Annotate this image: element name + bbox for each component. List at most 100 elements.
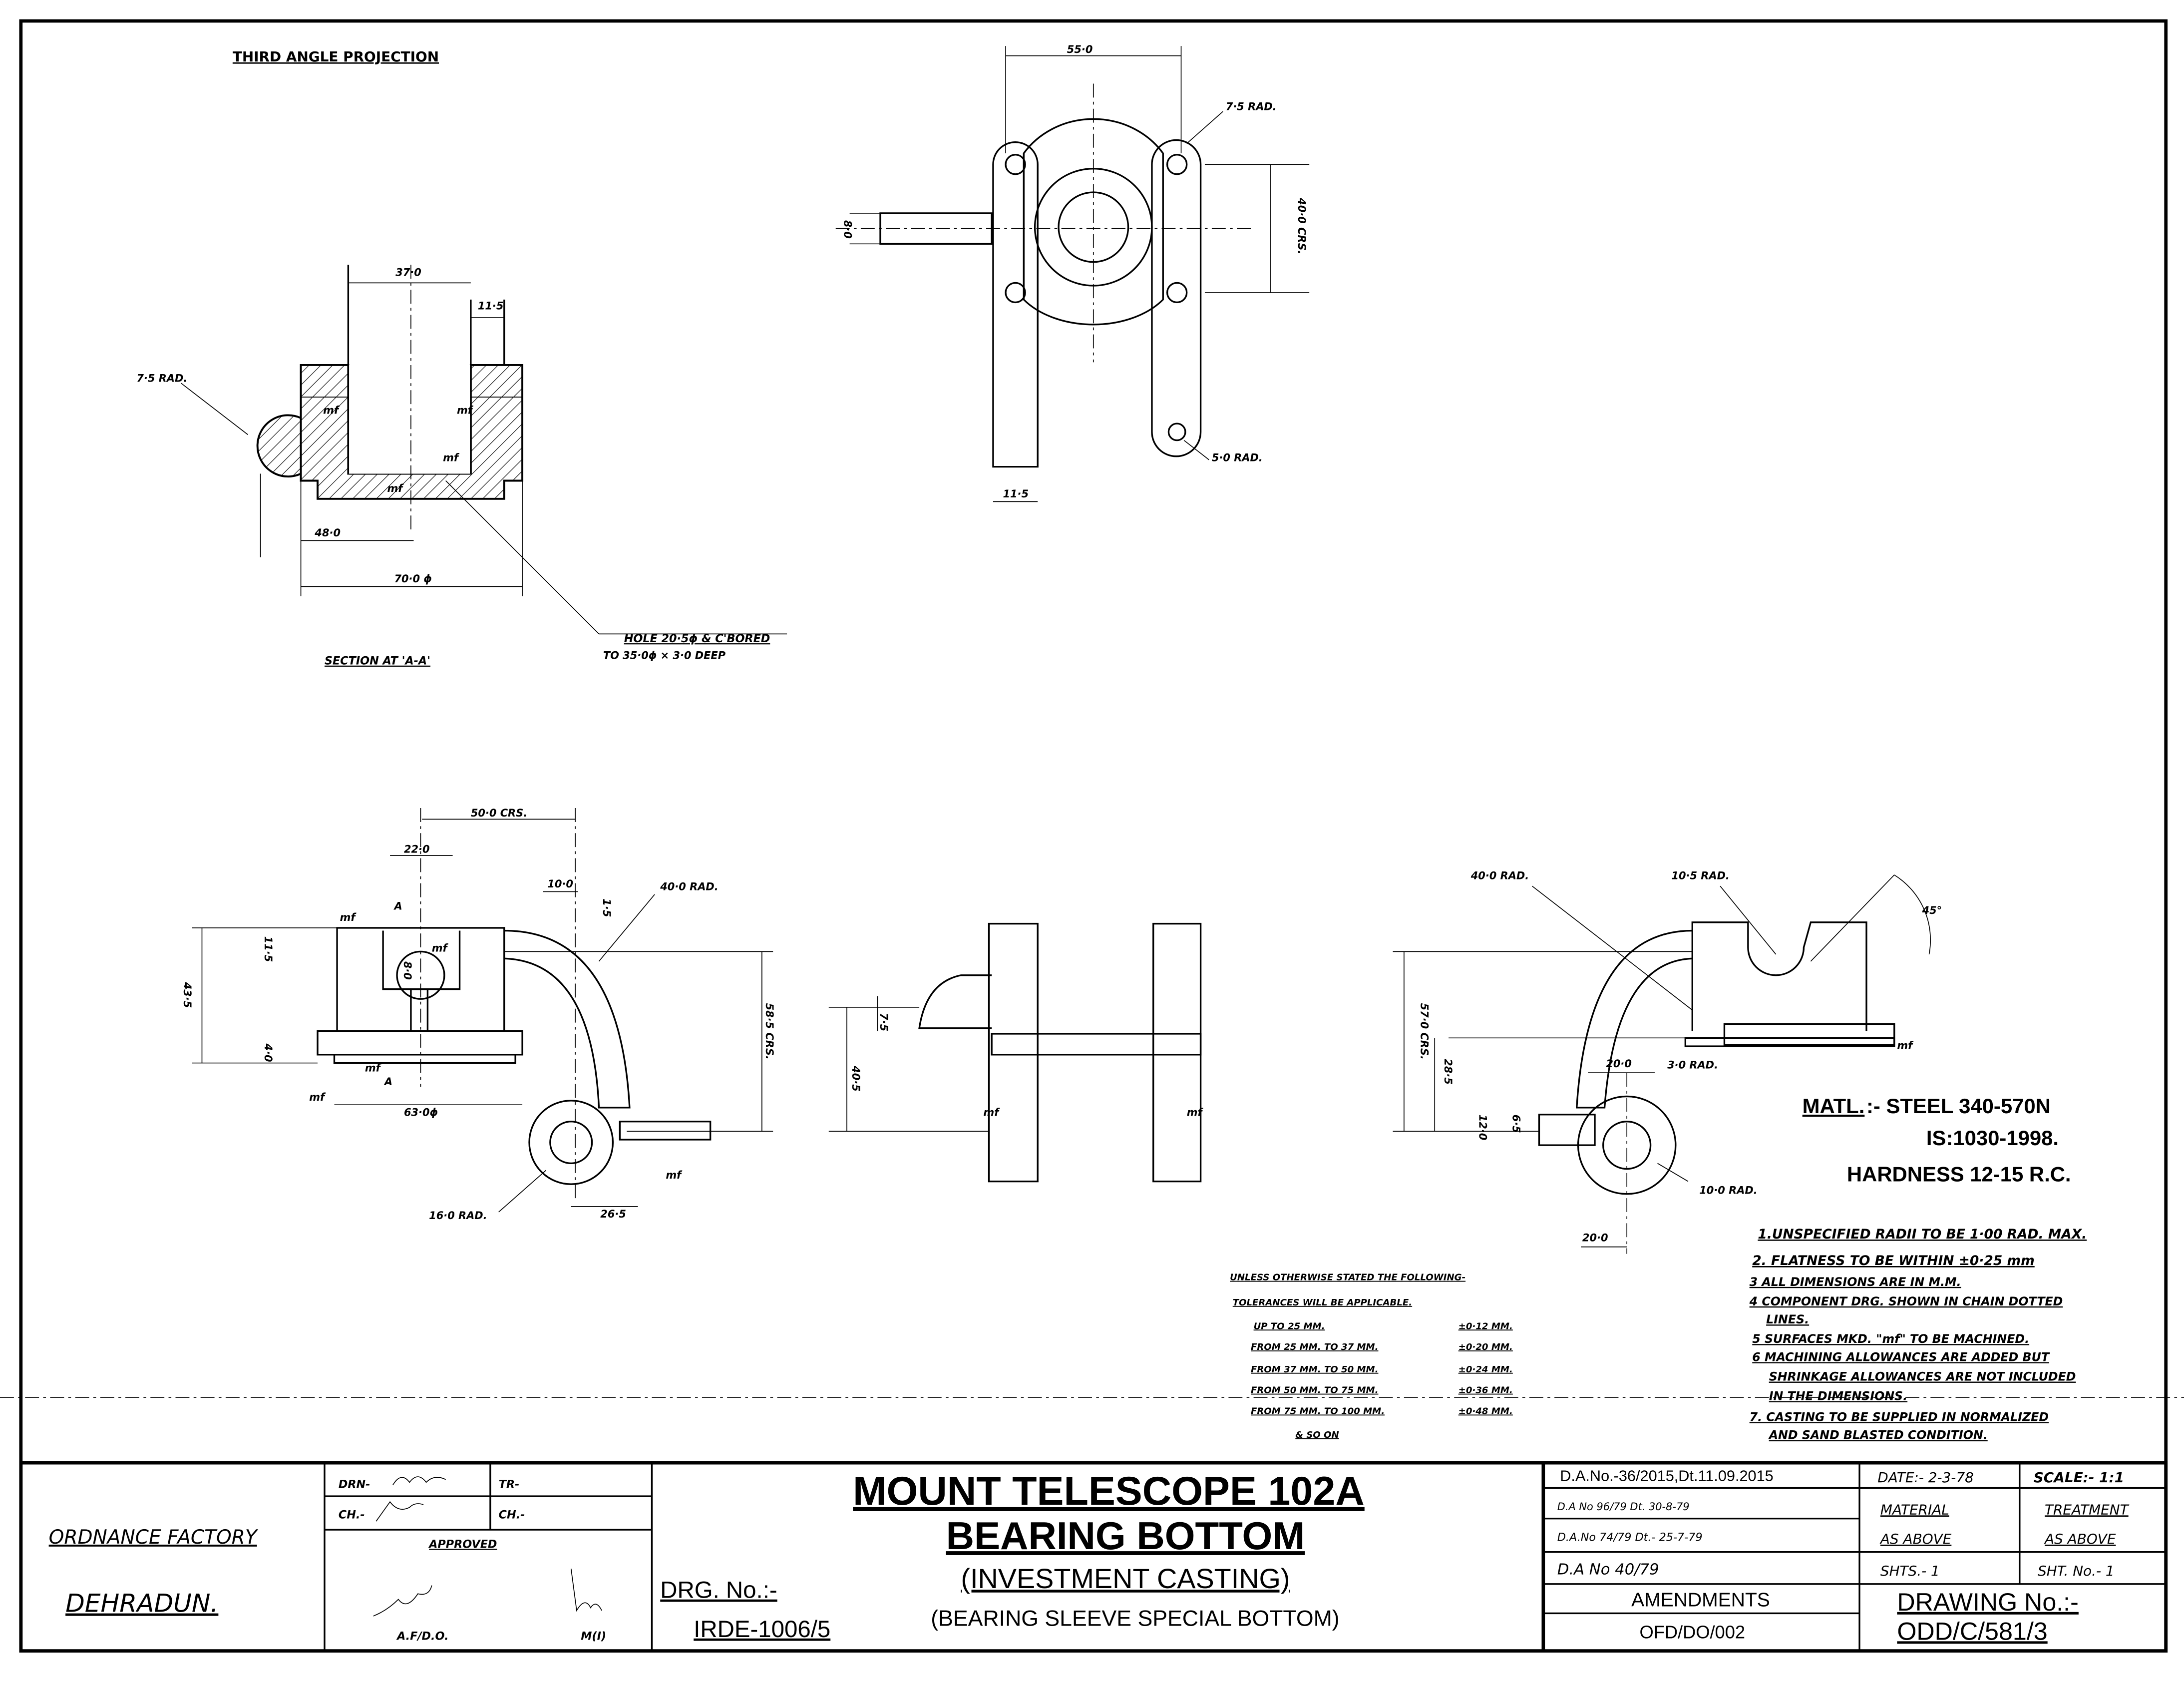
- note-line: 5 SURFACES MKD. "mf" TO BE MACHINED.: [1752, 1332, 2029, 1346]
- title-line-4: (BEARING SLEEVE SPECIAL BOTTOM): [931, 1607, 1339, 1631]
- right-dimension-label: 40·0 RAD.: [1470, 869, 1529, 881]
- note-line: 7. CASTING TO BE SUPPLIED IN NORMALIZED: [1750, 1410, 2049, 1424]
- amendments-label: AMENDMENTS: [1631, 1589, 1770, 1611]
- signature-ch: [375, 1501, 424, 1522]
- right-view: [1393, 874, 1931, 1254]
- tolerance-value: ±0·20 MM.: [1458, 1342, 1513, 1352]
- scale-field: SCALE:- 1:1: [2034, 1469, 2124, 1486]
- title-line-3: (INVESTMENT CASTING): [961, 1563, 1290, 1594]
- front-dimension-label: mf: [432, 942, 449, 954]
- side-dimension-label: 40·5: [850, 1065, 862, 1092]
- top-dimension-label: 40·0 CRS.: [1296, 197, 1308, 254]
- title-line-2: BEARING BOTTOM: [946, 1514, 1305, 1558]
- tolerance-heading: UNLESS OTHERWISE STATED THE FOLLOWING-: [1230, 1272, 1465, 1283]
- drawing-number: ODD/C/581/3: [1897, 1617, 2047, 1645]
- tolerance-value: ±0·48 MM.: [1458, 1406, 1513, 1417]
- tolerance-footer: & SO ON: [1295, 1430, 1339, 1440]
- right-dimension-label: 6·5: [1510, 1115, 1522, 1133]
- front-dimension-label: mf: [340, 911, 357, 923]
- front-dimension-label: 10·0: [547, 878, 573, 890]
- note-line: LINES.: [1766, 1312, 1809, 1326]
- front-dimension-label: mf: [666, 1169, 683, 1181]
- material-hardness: HARDNESS 12-15 R.C.: [1847, 1163, 2071, 1186]
- front-view: [192, 808, 773, 1213]
- front-dimension-label: mf: [309, 1091, 326, 1103]
- top-dimension-label: 8·0: [841, 220, 853, 239]
- drg-number: IRDE-1006/5: [694, 1616, 830, 1643]
- front-dimension-label: 8·0: [401, 961, 413, 980]
- note-line: AND SAND BLASTED CONDITION.: [1768, 1428, 1988, 1442]
- right-dimension-label: mf: [1897, 1040, 1914, 1052]
- note-line: SHRINKAGE ALLOWANCES ARE NOT INCLUDED: [1769, 1370, 2076, 1384]
- amendment-entry: D.A No 96/79 Dt. 30-8-79: [1557, 1501, 1690, 1513]
- tolerance-range: FROM 25 MM. TO 37 MM.: [1251, 1342, 1378, 1352]
- checked-by-label-2: CH.-: [499, 1509, 525, 1522]
- top-dimension-label: 11·5: [1003, 488, 1029, 500]
- drawn-by-label: DRN-: [339, 1478, 370, 1491]
- note-line: 2. FLATNESS TO BE WITHIN ±0·25 mm: [1752, 1253, 2035, 1268]
- tolerance-value: ±0·24 MM.: [1458, 1364, 1513, 1375]
- note-line: IN THE DIMENSIONS.: [1769, 1389, 1907, 1403]
- section-dimension-label: 70·0 ϕ: [394, 573, 432, 585]
- hole-note-line-2: TO 35·0ϕ × 3·0 DEEP: [603, 650, 726, 662]
- section-dimension-label: 37·0: [395, 266, 421, 278]
- right-dimension-label: 45°: [1922, 904, 1942, 916]
- material-label: MATL.: [1803, 1094, 1865, 1118]
- tolerance-heading: TOLERANCES WILL BE APPLICABLE.: [1233, 1297, 1412, 1308]
- treatment-field-label: TREATMENT: [2045, 1501, 2130, 1518]
- drg-number-label: DRG. No.:-: [660, 1577, 777, 1604]
- m1-label: M(I): [581, 1630, 606, 1643]
- material-standard: IS:1030-1998.: [1926, 1126, 2059, 1150]
- amendments-reference: OFD/DO/002: [1640, 1622, 1746, 1643]
- hole-note-line-1: HOLE 20·5ϕ & C'BORED: [624, 632, 770, 645]
- tolerance-value: ±0·12 MM.: [1458, 1321, 1513, 1331]
- front-dimension-label: 16·0 RAD.: [429, 1210, 487, 1222]
- signature-drn: [392, 1476, 446, 1486]
- note-line: 4 COMPONENT DRG. SHOWN IN CHAIN DOTTED: [1749, 1294, 2063, 1308]
- front-dimension-label: 26·5: [600, 1208, 626, 1220]
- side-view: [828, 922, 1202, 1183]
- drawing-number-label: DRAWING No.:-: [1897, 1588, 2079, 1616]
- front-dimension-label: 22·0: [404, 843, 430, 855]
- right-dimension-label: 57·0 CRS.: [1418, 1003, 1430, 1060]
- top-dimension-label: 7·5 RAD.: [1226, 100, 1277, 112]
- tolerance-range: UP TO 25 MM.: [1254, 1321, 1325, 1331]
- note-line: 1.UNSPECIFIED RADII TO BE 1·00 RAD. MAX.: [1758, 1227, 2087, 1242]
- amendment-entry: D.A.No.-36/2015,Dt.11.09.2015: [1560, 1467, 1773, 1484]
- section-dimension-label: mf: [443, 451, 460, 463]
- right-dimension-label: 10·0 RAD.: [1699, 1185, 1757, 1197]
- front-dimension-label: 11·5: [262, 936, 274, 962]
- material-spec: MATL. :- STEEL 340-570N IS:1030-1998. HA…: [1803, 1094, 2071, 1186]
- section-label: SECTION AT 'A-A': [325, 655, 430, 668]
- top-dimension-label: 5·0 RAD.: [1212, 451, 1263, 463]
- material-field-value: AS ABOVE: [1879, 1531, 1952, 1547]
- section-dimension-label: 48·0: [314, 527, 341, 539]
- front-dimension-label: 50·0 CRS.: [471, 807, 527, 819]
- signature-af-do: [373, 1585, 432, 1617]
- front-dimension-label: 40·0 RAD.: [660, 881, 718, 893]
- section-view: SECTION AT 'A-A' HOLE 20·5ϕ & C'BORED TO…: [181, 265, 787, 668]
- organization-name: ORDNANCE FACTORY: [49, 1526, 259, 1549]
- right-dimension-label: 20·0: [1606, 1058, 1632, 1070]
- tolerance-table: UNLESS OTHERWISE STATED THE FOLLOWING- T…: [1230, 1272, 1513, 1440]
- tolerance-range: FROM 50 MM. TO 75 MM.: [1251, 1385, 1378, 1396]
- front-dimension-label: 43·5: [181, 982, 193, 1008]
- note-line: 3 ALL DIMENSIONS ARE IN M.M.: [1750, 1275, 1961, 1289]
- traced-by-label: TR-: [499, 1478, 520, 1491]
- top-view: [835, 46, 1310, 502]
- organization-city: DEHRADUN.: [65, 1589, 218, 1618]
- front-dimension-label: A: [393, 900, 402, 912]
- side-dimension-label: 7·5: [878, 1013, 890, 1031]
- right-dimension-label: 20·0: [1582, 1232, 1608, 1244]
- section-dimension-label: mf: [387, 482, 404, 494]
- approved-label: APPROVED: [428, 1538, 497, 1551]
- date-field: DATE:- 2-3-78: [1877, 1469, 1974, 1486]
- projection-label: THIRD ANGLE PROJECTION: [233, 48, 439, 65]
- front-dimension-label: 58·5 CRS.: [763, 1003, 775, 1060]
- front-dimension-label: 1·5: [601, 898, 613, 917]
- amendment-entry: D.A No 40/79: [1557, 1561, 1659, 1578]
- sheets-field: SHTS.- 1: [1880, 1563, 1940, 1579]
- section-dimension-label: 7·5 RAD.: [136, 372, 187, 384]
